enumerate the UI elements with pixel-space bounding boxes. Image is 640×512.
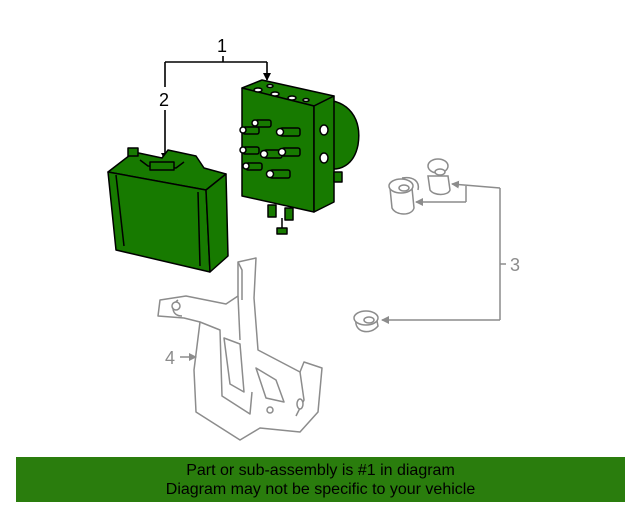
mounting-bracket[interactable] <box>157 257 323 441</box>
grommet-lower[interactable] <box>353 310 379 333</box>
electronic-control-module[interactable] <box>107 147 229 273</box>
grommet-upper-right[interactable] <box>427 158 451 196</box>
parts-diagram: 1 2 <box>107 36 520 441</box>
grommet-upper-left[interactable] <box>388 176 420 215</box>
callout-leaders-1-2 <box>161 56 271 161</box>
callout-3-leaders <box>381 180 506 324</box>
callout-1-label: 1 <box>217 36 227 56</box>
banner-line-1: Part or sub-assembly is #1 in diagram <box>186 462 455 479</box>
callout-3-label: 3 <box>510 255 520 275</box>
banner-line-2: Diagram may not be specific to your vehi… <box>165 481 476 498</box>
abs-modulator-assembly[interactable] <box>239 79 360 235</box>
callout-2-label: 2 <box>159 90 169 110</box>
bracket-grommets[interactable] <box>353 158 451 333</box>
callout-4-label: 4 <box>165 348 175 368</box>
part-notice-banner: Part or sub-assembly is #1 in diagram Di… <box>16 457 625 502</box>
